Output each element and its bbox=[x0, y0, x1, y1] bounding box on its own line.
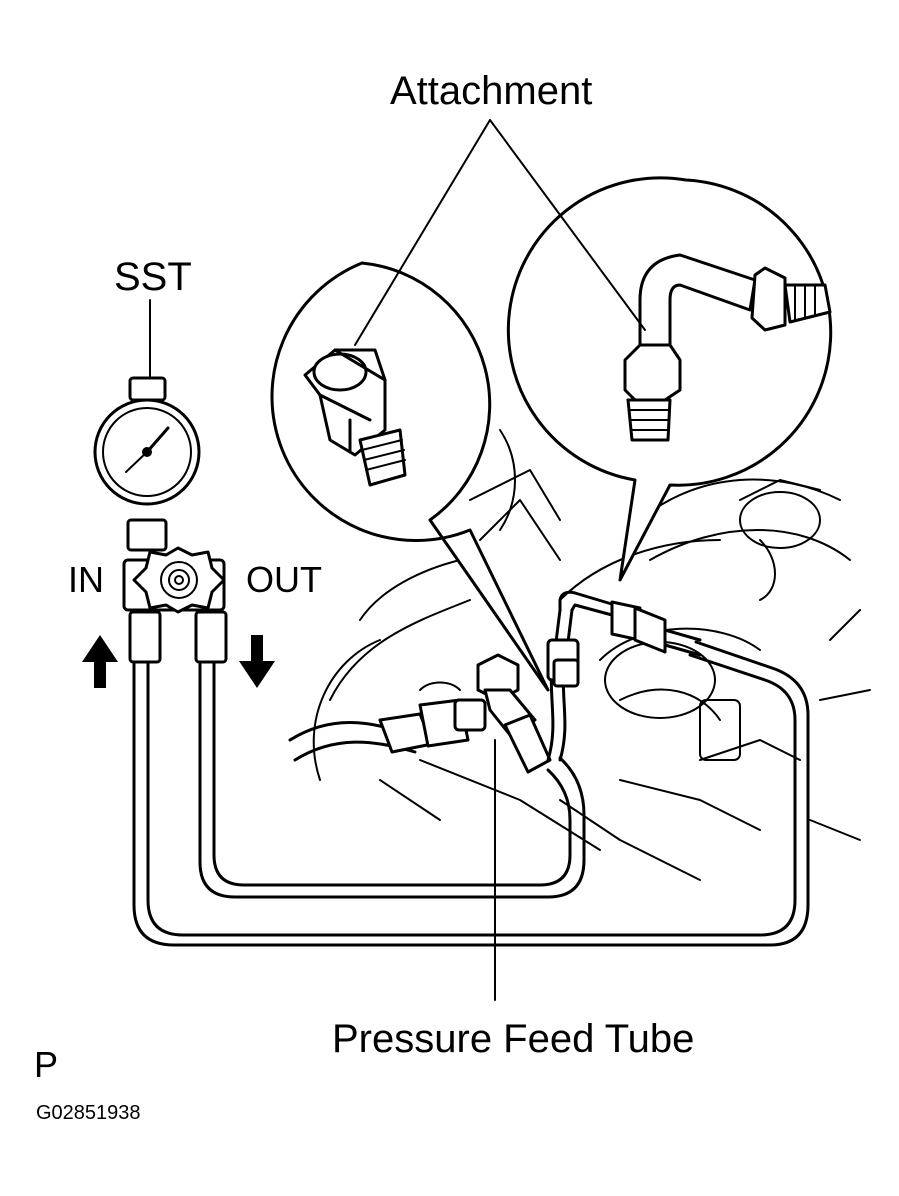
arrow-down-icon bbox=[239, 635, 275, 688]
attachment-label: Attachment bbox=[390, 69, 592, 113]
pressure-feed-tube bbox=[546, 590, 702, 762]
pressure-feed-tube-label: Pressure Feed Tube bbox=[332, 1017, 694, 1061]
leader-lines bbox=[149, 119, 646, 1001]
feed-hose bbox=[288, 698, 487, 762]
page-letter: P bbox=[34, 1044, 58, 1085]
arrow-up-icon bbox=[82, 635, 118, 688]
out-label: OUT bbox=[246, 559, 322, 600]
straight-attachment-icon bbox=[303, 348, 407, 487]
attachment-bubble-right bbox=[506, 176, 833, 582]
figure-code: G02851938 bbox=[36, 1102, 141, 1124]
sst-gauge-assembly bbox=[93, 376, 228, 664]
bent-attachment-icon bbox=[623, 253, 832, 442]
union-bolt bbox=[476, 653, 552, 774]
attachment-bubble-left bbox=[270, 261, 550, 692]
sst-hoses bbox=[132, 640, 810, 947]
in-label: IN bbox=[68, 559, 104, 600]
valve-knob-icon bbox=[132, 546, 226, 614]
sst-label: SST bbox=[114, 255, 192, 299]
engine-background bbox=[312, 429, 871, 881]
